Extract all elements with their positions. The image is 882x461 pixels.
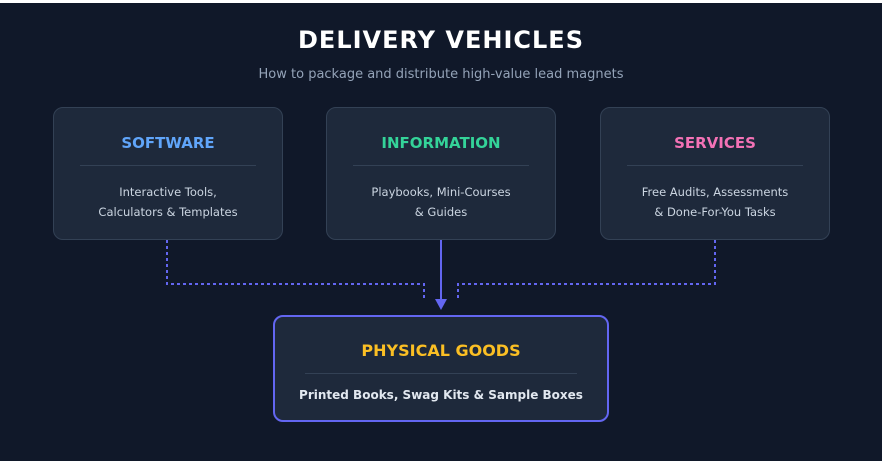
card-services: SERVICES Free Audits, Assessments & Done… xyxy=(600,107,830,240)
card-divider xyxy=(627,165,803,166)
card-divider xyxy=(80,165,256,166)
card-physical-goods-title: PHYSICAL GOODS xyxy=(361,341,521,360)
card-information-line-1: Playbooks, Mini-Courses xyxy=(371,185,511,199)
diagram-title: DELIVERY VEHICLES xyxy=(298,26,584,54)
connector-software xyxy=(166,240,425,298)
arrow-head xyxy=(435,299,447,310)
connector-services xyxy=(457,240,716,298)
card-information-title: INFORMATION xyxy=(381,134,501,152)
top-edge xyxy=(0,0,882,3)
card-software-line-1: Interactive Tools, xyxy=(119,185,217,199)
card-information-line-2: & Guides xyxy=(414,205,468,219)
card-divider xyxy=(353,165,529,166)
card-software-title: SOFTWARE xyxy=(121,134,215,152)
card-software-body: Interactive Tools, Calculators & Templat… xyxy=(54,182,282,222)
card-physical-goods-body: Printed Books, Swag Kits & Sample Boxes xyxy=(299,388,583,402)
card-services-line-1: Free Audits, Assessments xyxy=(641,185,789,199)
card-information-body: Playbooks, Mini-Courses & Guides xyxy=(327,182,555,222)
card-services-title: SERVICES xyxy=(674,134,756,152)
diagram-subtitle: How to package and distribute high-value… xyxy=(258,67,624,82)
card-divider xyxy=(305,373,577,374)
card-physical-goods: PHYSICAL GOODS Printed Books, Swag Kits … xyxy=(273,315,609,422)
card-services-line-2: & Done-For-You Tasks xyxy=(654,205,776,219)
card-services-body: Free Audits, Assessments & Done-For-You … xyxy=(601,182,829,222)
card-software: SOFTWARE Interactive Tools, Calculators … xyxy=(53,107,283,240)
card-software-line-2: Calculators & Templates xyxy=(98,205,238,219)
card-information: INFORMATION Playbooks, Mini-Courses & Gu… xyxy=(326,107,556,240)
